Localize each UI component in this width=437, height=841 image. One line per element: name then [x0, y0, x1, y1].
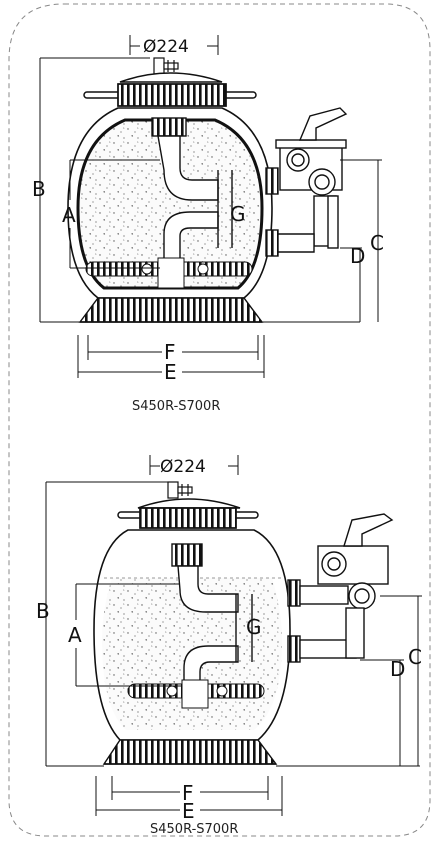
diameter-label: Ø224 [160, 457, 206, 477]
inner-piping [171, 543, 253, 691]
tank-base [102, 739, 278, 765]
label-e: E [182, 799, 195, 823]
diameter-dimension [129, 35, 219, 55]
tank-base [78, 297, 264, 323]
label-d: D [390, 657, 405, 681]
laterals [127, 679, 265, 709]
label-e: E [164, 360, 177, 384]
label-d: D [350, 244, 365, 268]
multiport-valve [265, 107, 348, 257]
label-c: C [408, 645, 422, 669]
air-release-valve [167, 481, 193, 499]
label-b: B [32, 177, 46, 201]
label-f: F [164, 340, 176, 364]
diameter-dimension [149, 455, 239, 475]
dimension-lines [45, 481, 422, 816]
label-a: A [68, 623, 82, 647]
label-g: G [246, 615, 262, 639]
label-a: A [62, 203, 76, 227]
inner-piping [151, 117, 233, 261]
model-caption: S450R-S700R [132, 399, 220, 414]
air-release-valve [153, 57, 179, 75]
model-caption: S450R-S700R [150, 822, 238, 837]
label-g: G [230, 202, 246, 226]
label-f: F [182, 781, 194, 805]
tank-lid [83, 72, 257, 107]
diameter-label: Ø224 [143, 37, 189, 57]
label-c: C [370, 231, 384, 255]
label-b: B [36, 599, 50, 623]
dashed-frame [8, 3, 431, 837]
tank-lid [117, 498, 259, 529]
filter-diagram-top: Ø224 [32, 35, 384, 414]
sand-media [76, 118, 264, 290]
dimension-lines [39, 57, 382, 378]
multiport-valve [287, 513, 394, 663]
laterals [85, 257, 253, 289]
filter-diagram-bottom: Ø224 [36, 455, 422, 837]
